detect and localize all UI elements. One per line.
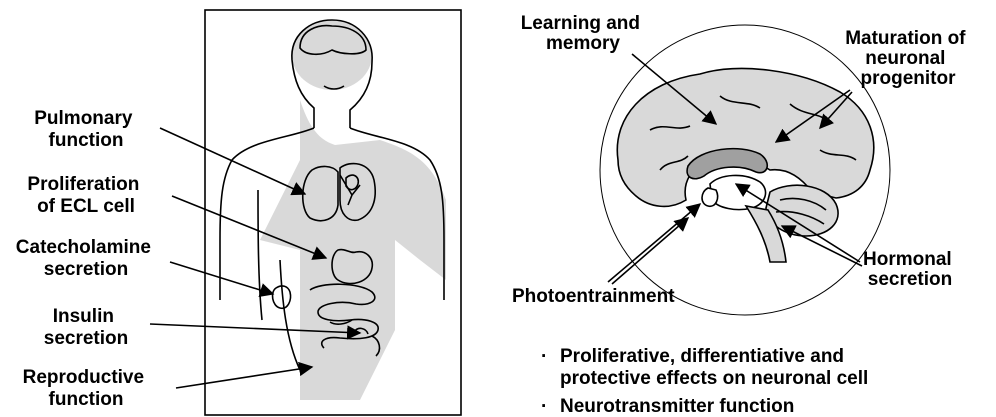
body-panel xyxy=(205,10,461,415)
bullet-2: Neurotransmitter function xyxy=(560,396,794,417)
left-labels: Pulmonary function Proliferation of ECL … xyxy=(16,108,156,410)
diencephalon xyxy=(710,175,766,209)
label-pulmonary: Pulmonary function xyxy=(34,108,137,151)
label-learning: Learning and memory xyxy=(521,13,646,54)
bullet-symbol-2: · xyxy=(541,396,547,417)
label-ecl: Proliferation of ECL cell xyxy=(27,174,144,217)
label-hormonal: Hormonal secretion xyxy=(863,249,957,290)
label-maturation: Maturation of neuronal progenitor xyxy=(845,28,971,89)
bullet-1: Proliferative, differentiative and prote… xyxy=(560,346,868,389)
label-catecholamine: Catecholamine secretion xyxy=(16,237,156,280)
brain-panel xyxy=(600,25,890,315)
label-photoentrainment: Photoentrainment xyxy=(512,286,675,307)
label-insulin: Insulin secretion xyxy=(44,306,128,349)
pituitary xyxy=(702,188,718,206)
bullet-list: · Proliferative, differentiative and pro… xyxy=(541,346,868,417)
bullet-symbol-1: · xyxy=(541,346,547,367)
label-reproductive: Reproductive function xyxy=(23,367,150,410)
